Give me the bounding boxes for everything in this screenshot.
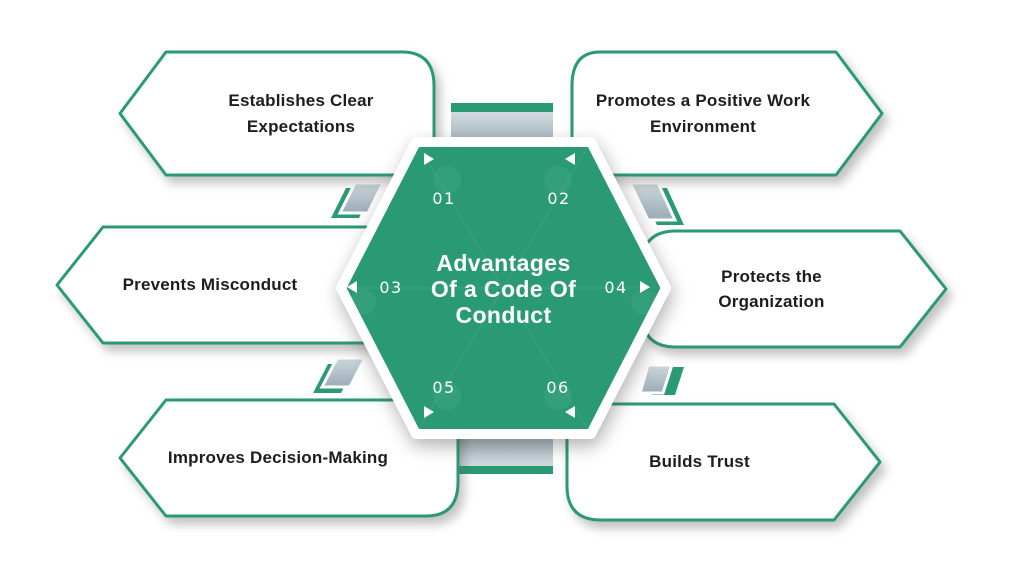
accent-parallelogram-upper-right (627, 181, 684, 225)
advantage-label-2: Promotes a Positive Work Environment (595, 91, 811, 136)
triangle-right-icon (424, 406, 434, 418)
advantage-label-5: Improves Decision-Making (167, 448, 389, 468)
triangle-left-icon (565, 153, 575, 165)
advantage-box-4: Protects the Organization (640, 229, 948, 349)
hexagon-title-line2: Of a Code Of (430, 276, 577, 302)
accent-parallelogram-lower-right (638, 363, 684, 395)
step-number-06: 06 (546, 378, 570, 397)
advantage-box-6: Builds Trust (565, 402, 882, 522)
step-number-05: 05 (432, 378, 456, 397)
advantage-label-3: Prevents Misconduct (122, 275, 298, 295)
triangle-left-icon (565, 406, 575, 418)
advantage-box-5: Improves Decision-Making (118, 398, 460, 518)
step-number-01: 01 (432, 189, 456, 208)
triangle-right-icon (640, 281, 650, 293)
hexagon-title-line1: Advantages (436, 250, 571, 276)
step-number-02: 02 (547, 189, 571, 208)
triangle-left-icon (347, 281, 357, 293)
advantage-box-2: Promotes a Positive Work Environment (570, 50, 884, 177)
accent-parallelogram-lower-left (313, 356, 368, 393)
advantage-label-6: Builds Trust (649, 452, 750, 472)
advantage-label-4: Protects the Organization (718, 266, 825, 312)
hexagon-title-line3: Conduct (455, 302, 552, 328)
triangle-right-icon (424, 153, 434, 165)
hexagon-accent-circles (350, 166, 657, 410)
accent-parallelogram-upper-left (331, 181, 386, 218)
step-number-04: 04 (604, 278, 628, 297)
advantage-label-1: Establishes Clear Expectations (228, 91, 374, 136)
advantage-box-1: Establishes Clear Expectations (118, 50, 436, 177)
hexagon-title: Advantages Of a Code Of Conduct (393, 250, 614, 328)
step-number-03: 03 (379, 278, 403, 297)
